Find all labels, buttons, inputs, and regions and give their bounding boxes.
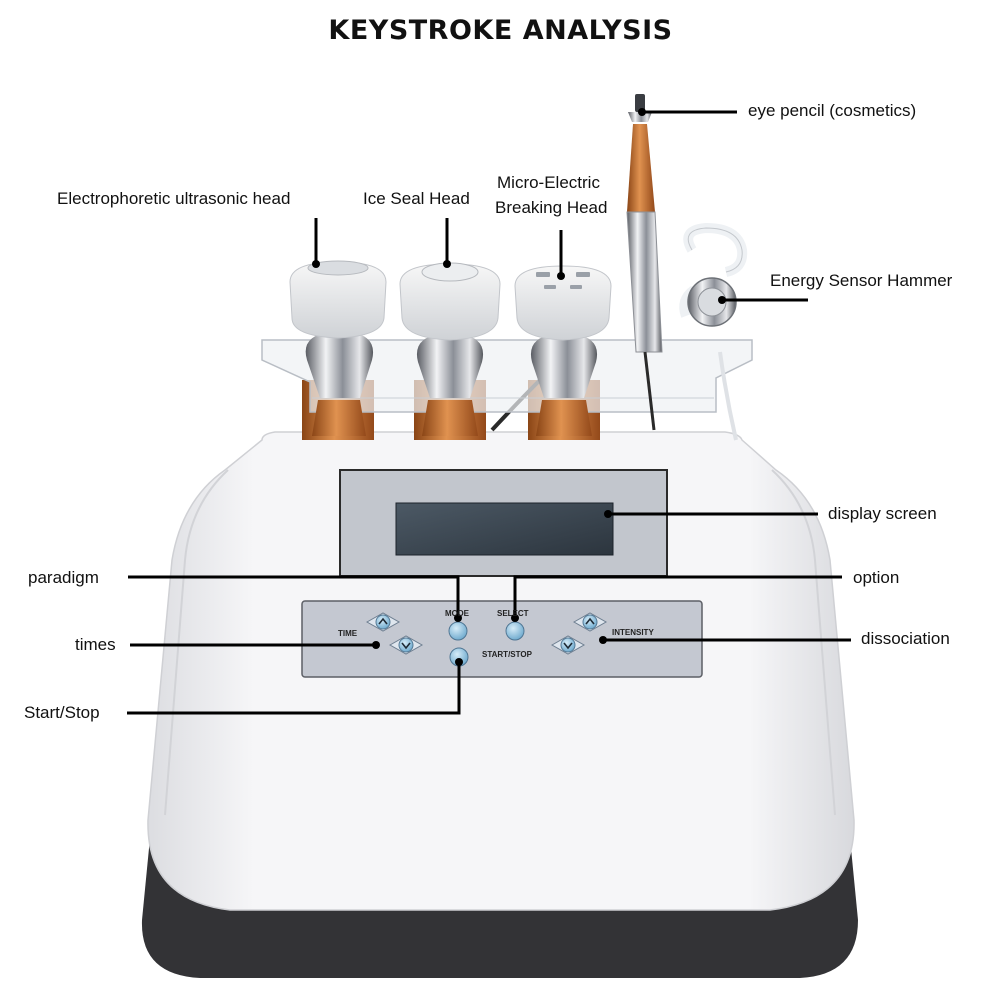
ice-seal-head — [399, 262, 501, 436]
leader-eye-pencil — [638, 108, 737, 116]
eye-pencil-pen — [626, 94, 663, 431]
leader-energy-sensor — [718, 296, 808, 304]
label-dissociation: dissociation — [861, 629, 950, 648]
leader-option — [511, 575, 842, 622]
label-eye-pencil: eye pencil (cosmetics) — [748, 101, 917, 120]
time-up-button — [365, 612, 401, 632]
select-button — [505, 621, 525, 641]
leader-electrophoretic — [312, 218, 320, 268]
acrylic-holder — [261, 339, 753, 413]
lcd-screen — [395, 502, 614, 556]
electrophoretic-ultrasonic-head — [289, 260, 387, 436]
label-micro-electric-line1: Micro-Electric — [497, 173, 600, 192]
intensity-up-button — [572, 612, 608, 632]
leader-display-screen — [604, 510, 818, 518]
mode-button — [448, 621, 468, 641]
label-energy-sensor-hammer: Energy Sensor Hammer — [770, 271, 953, 290]
intensity-down-button — [550, 635, 586, 655]
time-down-button — [388, 635, 424, 655]
leader-ice-seal — [443, 218, 451, 268]
panel-label-intensity: INTENSITY — [612, 628, 654, 637]
leader-times — [130, 641, 380, 649]
leader-dissociation — [599, 636, 851, 644]
panel-label-start-stop: START/STOP — [482, 650, 532, 659]
diagram-title: KEYSTROKE ANALYSIS — [328, 15, 673, 46]
panel-label-time: TIME — [338, 629, 358, 638]
panel-label-select: SELECT — [497, 609, 529, 618]
panel-label-mode: MODE — [445, 609, 469, 618]
label-start-stop: Start/Stop — [24, 703, 100, 722]
leader-paradigm — [128, 575, 462, 622]
label-times: times — [75, 635, 116, 654]
micro-electric-breaking-head — [514, 265, 612, 436]
label-micro-electric-line2: Breaking Head — [495, 198, 608, 217]
energy-sensor-hammer — [679, 222, 748, 441]
label-paradigm: paradigm — [28, 568, 99, 587]
leader-micro-electric — [557, 230, 565, 280]
label-electrophoretic-head: Electrophoretic ultrasonic head — [57, 189, 291, 208]
label-ice-seal-head: Ice Seal Head — [363, 189, 470, 208]
label-display-screen: display screen — [828, 504, 937, 523]
label-option: option — [853, 568, 900, 587]
leader-start-stop — [127, 658, 463, 715]
